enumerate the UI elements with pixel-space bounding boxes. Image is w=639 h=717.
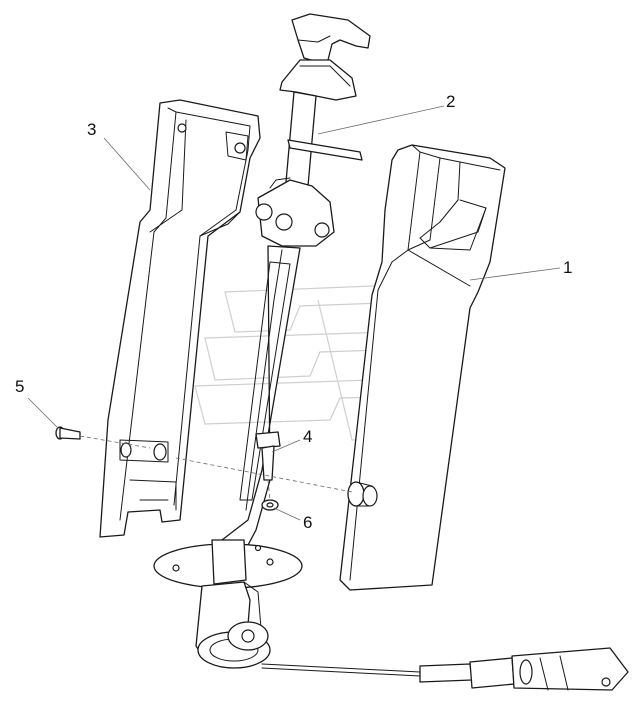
leader-1 <box>469 267 561 281</box>
leader-6 <box>273 507 301 521</box>
part-5-pin <box>55 426 81 440</box>
part-2-shaft-assembly <box>153 13 371 669</box>
callout-6: 6 <box>303 513 313 532</box>
part-3-left-housing <box>99 99 261 538</box>
leader-4 <box>271 439 301 453</box>
part-6-washer <box>261 499 279 511</box>
callout-2: 2 <box>446 92 456 111</box>
leader-lines <box>27 105 561 521</box>
leader-2 <box>317 105 445 135</box>
callout-5: 5 <box>15 377 25 396</box>
callout-4: 4 <box>303 427 313 446</box>
part-1-right-housing <box>339 144 506 591</box>
callout-3: 3 <box>87 120 97 139</box>
cable-assembly <box>261 647 629 691</box>
leader-5 <box>27 397 59 429</box>
alignment-lines <box>79 435 353 501</box>
leader-3 <box>103 137 151 191</box>
part-4-screw <box>255 431 281 481</box>
callout-1: 1 <box>563 258 573 277</box>
